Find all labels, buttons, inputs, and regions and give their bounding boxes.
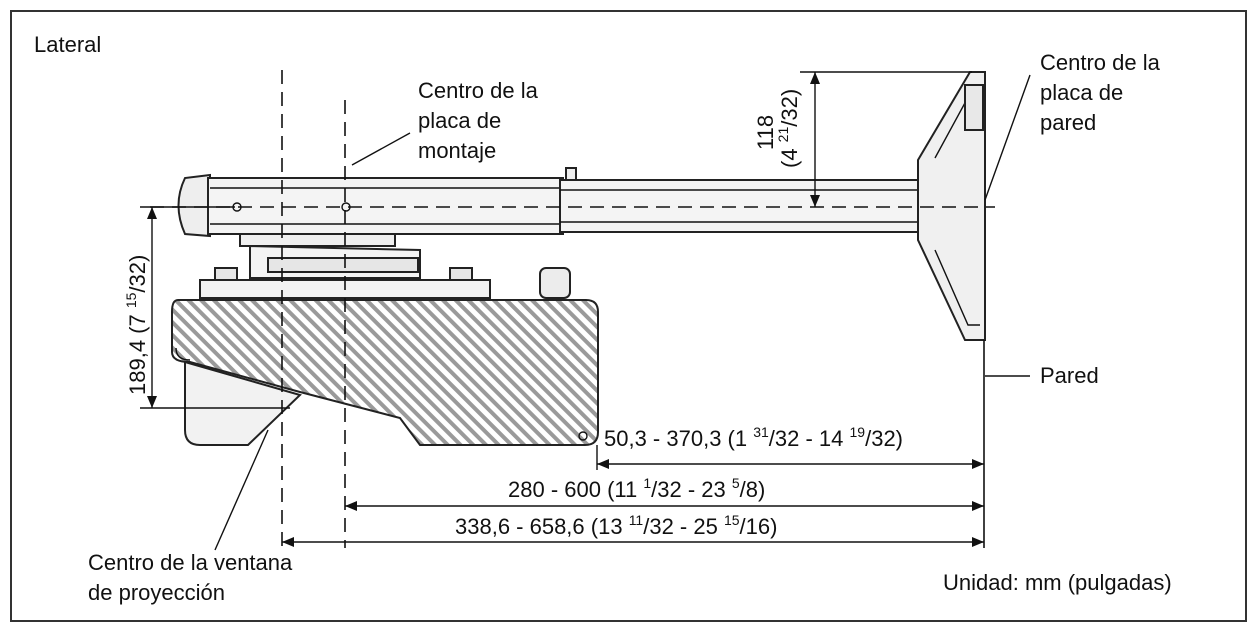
dim-50-a: 50,3 - 370,3 (1 xyxy=(604,426,753,451)
dim-189-main: 189,4 (7 xyxy=(125,308,150,395)
mount-plate xyxy=(239,233,396,247)
dimension-189: 189,4 (7 15/32) xyxy=(123,206,290,409)
svg-text:pared: pared xyxy=(1040,110,1096,135)
svg-text:montaje: montaje xyxy=(418,138,496,163)
dim-118-sup: 21 xyxy=(775,127,791,143)
label-window-center: Centro de la ventana de proyección xyxy=(88,429,293,605)
dim-118-sub: /32) xyxy=(777,89,802,127)
dim-118-main: 118 xyxy=(753,115,778,150)
svg-text:50,3 - 370,3 (1 31/32 - 14 19/: 50,3 - 370,3 (1 31/32 - 14 19/32) xyxy=(604,424,903,451)
unit-label: Unidad: mm (pulgadas) xyxy=(943,570,1172,595)
dim-280-a: 280 - 600 (11 xyxy=(508,477,643,502)
svg-text:(4 21/32): (4 21/32) xyxy=(775,89,802,168)
dim-189-sub: /32) xyxy=(125,255,150,293)
svg-text:280 - 600 (11 1/32 - 23 5/8): 280 - 600 (11 1/32 - 23 5/8) xyxy=(508,475,765,502)
svg-text:placa de: placa de xyxy=(1040,80,1123,105)
view-title: Lateral xyxy=(34,32,101,57)
svg-text:de proyección: de proyección xyxy=(88,580,225,605)
svg-text:338,6 - 658,6 (13 11/32 - 25 1: 338,6 - 658,6 (13 11/32 - 25 15/16) xyxy=(455,512,777,539)
dimension-280: 280 - 600 (11 1/32 - 23 5/8) xyxy=(345,475,984,511)
dimension-118: 118 (4 21/32) xyxy=(753,71,972,207)
projector-assembly xyxy=(171,71,986,446)
arm-end-cap xyxy=(177,173,211,238)
label-wall-plate-center: Centro de la placa de pared xyxy=(984,50,1161,201)
dim-118-paren: (4 xyxy=(777,142,802,168)
dim-338-a: 338,6 - 658,6 (13 xyxy=(455,514,629,539)
projection-window xyxy=(184,360,302,446)
svg-text:placa de: placa de xyxy=(418,108,501,133)
inner-arm xyxy=(207,177,564,235)
svg-text:Centro de la: Centro de la xyxy=(418,78,539,103)
svg-text:Centro de la: Centro de la xyxy=(1040,50,1161,75)
label-wall: Pared xyxy=(985,363,1099,388)
outer-arm xyxy=(559,179,921,233)
dim-189-sup: 15 xyxy=(123,292,139,308)
svg-text:189,4 (7 15/32): 189,4 (7 15/32) xyxy=(123,255,150,395)
svg-text:Centro de la ventana: Centro de la ventana xyxy=(88,550,293,575)
dimension-338: 338,6 - 658,6 (13 11/32 - 25 15/16) xyxy=(282,512,984,547)
diagram-frame xyxy=(10,10,1247,622)
svg-text:Pared: Pared xyxy=(1040,363,1099,388)
label-mount-center: Centro de la placa de montaje xyxy=(351,78,539,166)
dimension-50: 50,3 - 370,3 (1 31/32 - 14 19/32) xyxy=(596,424,984,470)
projector-body xyxy=(171,299,599,446)
